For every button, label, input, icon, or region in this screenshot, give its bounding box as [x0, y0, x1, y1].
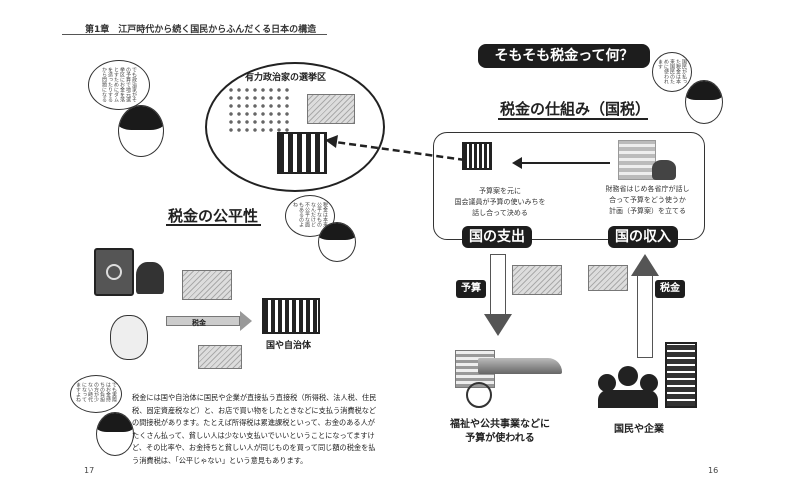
speech-bubble-bottom: でも実際はお金持ちの負担の方が少ない時代になってますよね — [70, 375, 122, 413]
ministry-building-icon — [618, 140, 656, 180]
flow-arrow — [520, 162, 610, 164]
fairness-heading: 税金の公平性 — [168, 207, 259, 225]
safe-icon — [94, 248, 134, 296]
page-number-left: 17 — [84, 466, 95, 475]
people-icon — [598, 366, 658, 408]
money-stack-right — [512, 265, 562, 295]
character-avatar — [96, 412, 134, 456]
body-text: 税金には国や自治体に国民や企業が直接払う直接税（所得税、法人税、住民税、固定資産… — [132, 393, 377, 465]
poor-person-illustration — [110, 315, 148, 360]
citizens-label: 国民や企業 — [614, 424, 664, 435]
money-stack-small — [198, 345, 242, 369]
revenue-description: 財務省はじめ各省庁が話し 合って予算をどう使うか 計画（予算案）を立てる — [605, 185, 690, 215]
tax-arrow — [166, 316, 240, 326]
destination-label: 国や自治体 — [266, 341, 312, 351]
train-icon — [478, 358, 562, 374]
district-circle: 有力政治家の選挙区 — [205, 62, 385, 192]
character-avatar — [318, 222, 356, 262]
diet-building-icon — [262, 298, 320, 334]
budget-arrow — [490, 254, 506, 316]
tax-up-arrow — [637, 276, 653, 358]
crowd-illustration — [227, 86, 289, 136]
speech-bubble-top-right: 国民が払った税金は本来国民のために使われます — [652, 52, 692, 92]
tax-system-box — [433, 132, 705, 240]
tax-arrow-label: 税金 — [192, 319, 206, 327]
chapter-divider — [62, 34, 327, 35]
dam-icon — [277, 132, 327, 174]
revenue-label: 国の収入 — [608, 226, 678, 248]
character-avatar — [118, 105, 164, 157]
rich-person-illustration — [136, 262, 164, 294]
tax-up-arrowhead-icon — [631, 254, 659, 276]
expenditure-description: 予算案を元に 国会議員が予算の使いみちを 話し合って決める — [454, 187, 546, 217]
welfare-label: 福祉や公共事業などに 予算が使われる — [450, 419, 550, 444]
wheelchair-icon — [466, 382, 492, 408]
page-title: そもそも税金って何？ — [478, 44, 650, 68]
page-number-right: 16 — [708, 466, 719, 475]
character-avatar — [685, 80, 723, 124]
tax-arrowhead-icon — [240, 311, 252, 331]
dashed-arrow — [325, 135, 466, 162]
section-subheading: 税金の仕組み（国税） — [500, 100, 651, 118]
speech-bubble-top-left: でも政治家がその予算で地元選挙区にお金を落とすためにダムを造ったりするから問題に… — [88, 60, 150, 110]
heading-underline — [166, 224, 261, 226]
district-label: 有力政治家の選挙区 — [245, 73, 327, 83]
officials-icon — [652, 160, 676, 180]
money-stack-right-2 — [588, 265, 628, 291]
money-icon — [307, 94, 355, 124]
budget-label: 予算 — [456, 280, 486, 298]
expenditure-label: 国の支出 — [462, 226, 532, 248]
company-building-icon — [665, 342, 697, 408]
subheading-underline — [498, 118, 648, 120]
tax-label: 税金 — [655, 280, 685, 298]
arrowhead-icon — [512, 157, 522, 169]
parliament-icon — [462, 142, 492, 170]
chapter-header: 第1章 江戸時代から続く国民からふんだくる日本の構造 — [85, 25, 317, 35]
budget-arrowhead-icon — [484, 314, 512, 336]
money-stack-large — [182, 270, 232, 300]
